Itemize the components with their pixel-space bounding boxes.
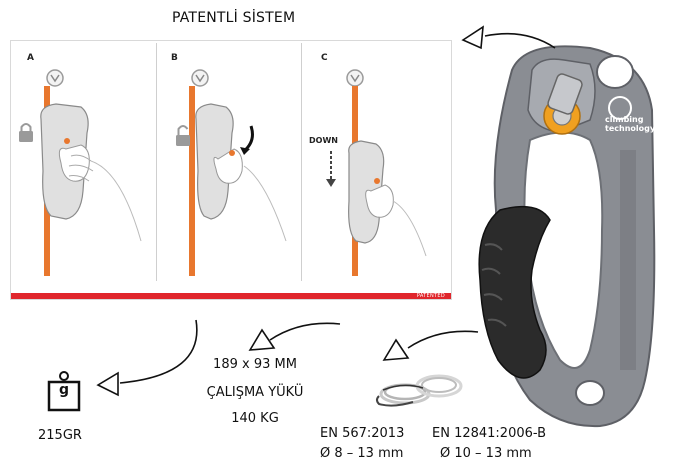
lock-closed-icon [19,123,33,142]
standard-range-1: Ø 8 – 13 mm [320,446,404,461]
down-label: DOWN [309,136,338,145]
patented-bar: PATENTED [11,293,451,299]
step-b-illustration [176,69,287,276]
product-image [478,45,656,428]
weight-icon [47,371,81,412]
down-arrow-icon [326,151,336,187]
panel-divider [156,43,157,281]
product-brand: climbing technology [605,115,656,133]
arrow-icon [248,322,341,351]
arrow-icon [382,330,479,361]
rope-coil-icon [376,374,463,407]
instruction-panel: A B C [10,40,452,300]
standard-norm-2: EN 12841:2006-B [432,426,547,441]
patented-label: PATENTED [416,293,445,299]
panel-divider [301,43,302,281]
arrow-icon [96,319,198,397]
working-load-title: ÇALIŞMA YÜKÜ [206,385,304,400]
working-load-value: 140 KG [231,411,279,426]
step-b-label: B [171,53,178,63]
standard-norm-1: EN 567:2013 [320,426,405,441]
step-a-illustration [19,69,142,276]
step-c-label: C [321,53,328,63]
arrow-icon [461,25,556,50]
section-title: PATENTLİ SİSTEM [172,10,296,26]
step-a-label: A [27,53,34,63]
weight-value: 215GR [38,428,82,443]
dimensions: 189 x 93 MM [213,357,297,372]
standard-range-2: Ø 10 – 13 mm [440,446,532,461]
lock-open-icon [176,125,190,146]
step-c-illustration [326,69,427,276]
weight-icon-glyph: g [58,382,70,398]
